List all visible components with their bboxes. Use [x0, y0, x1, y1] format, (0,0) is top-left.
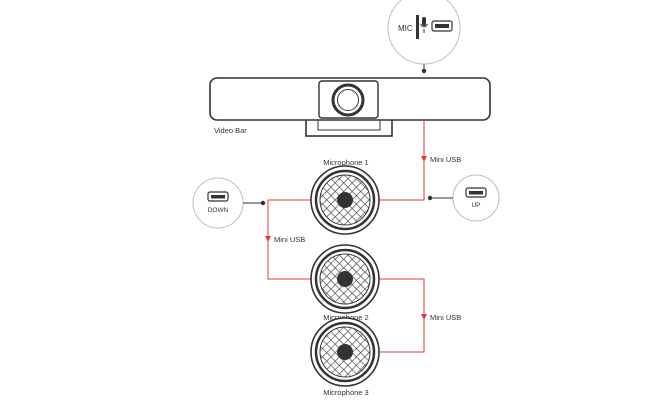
microphone-3-label: Microphone 3: [323, 388, 368, 397]
microphone-1-label: Microphone 1: [323, 158, 368, 167]
down-port-callout: DOWN: [192, 177, 266, 229]
mini-usb-port-icon: [465, 187, 487, 198]
cable-videobar-to-mic1: [378, 121, 425, 201]
microphone-1-center: [337, 192, 353, 208]
video-bar: Video Bar: [209, 77, 491, 137]
up-port-dot: [427, 195, 433, 201]
camera-lens-inner: [337, 89, 359, 111]
down-port-label: DOWN: [208, 207, 229, 214]
mic-port-label: MIC: [398, 24, 413, 33]
mic-port-divider: [416, 15, 419, 39]
mic-port-callout: MIC: [387, 0, 461, 74]
mini-usb-port-icon: [431, 20, 453, 32]
cable-3-arrow: [421, 314, 427, 320]
video-bar-label: Video Bar: [214, 126, 247, 135]
cable-mic2-to-mic3: [380, 278, 425, 353]
microphone-3-center: [337, 344, 353, 360]
up-port-bubble: [452, 174, 500, 222]
cable-2-arrow: [265, 236, 271, 242]
cable-1-label: Mini USB: [430, 155, 461, 164]
mic-port-dot: [421, 68, 427, 74]
cable-3-label: Mini USB: [430, 313, 461, 322]
microphone-1: Microphone 1: [310, 158, 380, 235]
cable-arrows: [265, 156, 427, 320]
microphone-icon: [420, 17, 428, 33]
microphone-3: Microphone 3: [310, 317, 380, 397]
down-port-bubble: [192, 177, 244, 229]
cable-1-arrow: [421, 156, 427, 162]
down-port-dot: [260, 200, 266, 206]
microphone-2-center: [337, 271, 353, 287]
mini-usb-port-icon: [207, 191, 229, 202]
cable-2-label: Mini USB: [274, 235, 305, 244]
up-port-label: UP: [471, 202, 480, 209]
microphone-2: Microphone 2: [310, 244, 380, 322]
up-port-callout: UP: [427, 174, 500, 222]
